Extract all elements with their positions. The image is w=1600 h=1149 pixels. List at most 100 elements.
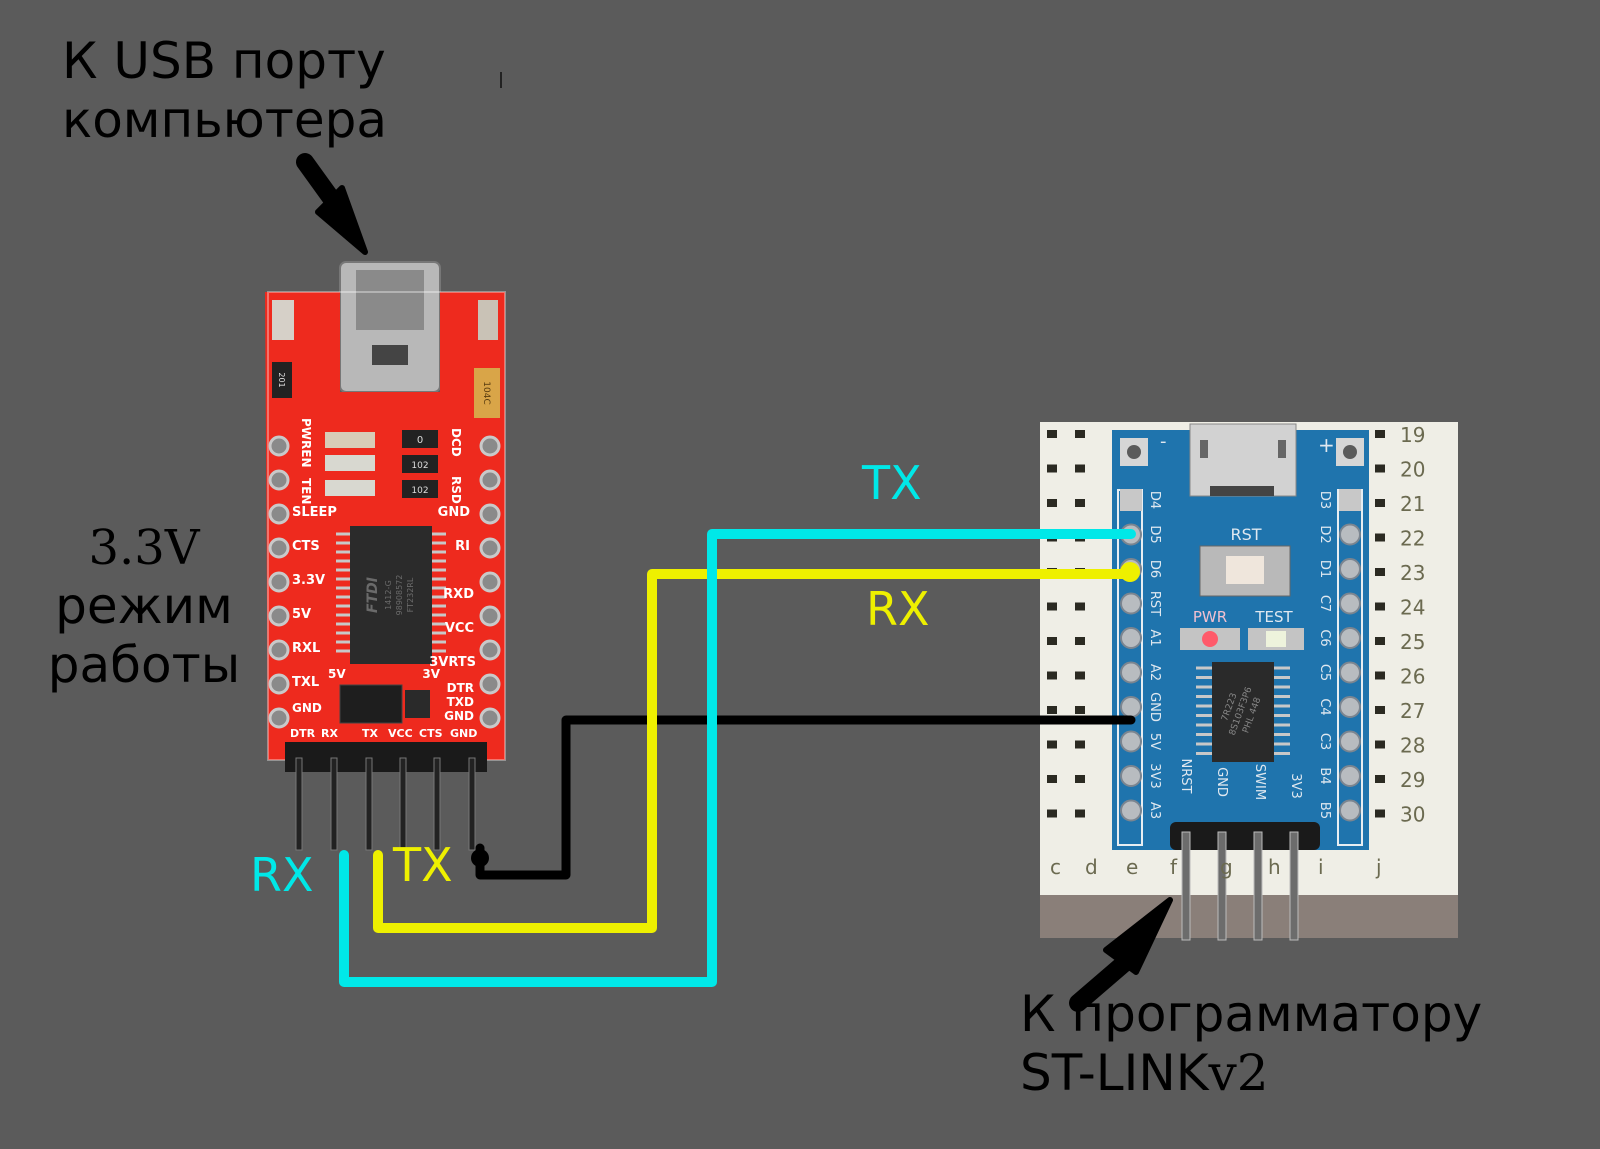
breadboard-hole <box>1047 602 1057 611</box>
stm8-pin <box>1339 627 1361 649</box>
breadboard-hole <box>1375 775 1385 783</box>
gnd-wire-joint <box>471 849 489 867</box>
ftdi-pin-hole <box>268 435 290 457</box>
programmer-arrow-shaft <box>1069 951 1137 1012</box>
led-part <box>272 300 294 340</box>
pin-label-sleep: SLEEP <box>292 505 337 520</box>
pin-label-rxl: RXL <box>292 641 320 656</box>
chip-marking: FT232RL <box>406 577 415 612</box>
pwr-led <box>1202 631 1218 647</box>
pin-label-txd: TXD <box>447 695 474 709</box>
stm8-pin-label: C6 <box>1317 629 1332 646</box>
mount-hole <box>1127 445 1141 459</box>
stm8-pin-label: C3 <box>1317 733 1332 750</box>
swim-header-pin <box>1181 831 1191 941</box>
jumper-pin <box>405 690 430 718</box>
breadboard-hole <box>1075 809 1085 818</box>
usb-pins <box>1210 486 1274 496</box>
pin-label-gnd: GND <box>292 701 322 715</box>
ftdi-text-layer: 104C 0 102 102 201 FTDI 1412-G 98908572 … <box>277 372 491 740</box>
stm8-pin-square <box>1339 489 1361 511</box>
breadboard-column-letter: d <box>1085 855 1098 879</box>
swim-label-swim: SWIM <box>1252 764 1267 800</box>
breadboard-hole <box>1375 602 1385 611</box>
breadboard-hole <box>1375 671 1385 680</box>
breadboard-column-letter: i <box>1318 855 1324 879</box>
breadboard-column-letter: f <box>1170 855 1178 879</box>
ftdi-pin-hole <box>268 469 290 491</box>
header-pin <box>468 757 476 851</box>
stm8-pin-label-group: A1 <box>1147 629 1162 646</box>
mode-annotation: 3.3V режим работы <box>40 520 248 695</box>
breadboard-hole <box>1075 775 1085 783</box>
pin-label-rxd: RXD <box>443 587 474 602</box>
stm8-pin-label-group: D6 <box>1147 560 1162 578</box>
stm8-pin-label-group: GND <box>1147 692 1162 722</box>
smd-led-2 <box>325 480 375 496</box>
usb-slot <box>1200 440 1208 458</box>
breadboard-row-number: 20 <box>1400 458 1425 482</box>
micro-usb-connector <box>1189 423 1297 497</box>
stm8-text-layer: - + RST PWR TEST 7R223 8S103F3P6 PHL 448… <box>1050 423 1425 879</box>
stm8-pin <box>1339 799 1361 822</box>
breadboard-row-number: 22 <box>1400 527 1425 551</box>
gnd-wire <box>475 715 1136 880</box>
ftdi-tx-to-mcu-rx-wire <box>373 569 1135 933</box>
pin-header <box>285 742 487 772</box>
pin-label-ri: RI <box>455 539 470 554</box>
stm8-chip <box>1212 662 1274 762</box>
mode-annotation-line3: работы <box>47 635 241 694</box>
ftdi-pin-hole <box>268 673 290 695</box>
stm8-pin <box>1120 730 1142 753</box>
pin-label-cts: CTS <box>292 539 320 554</box>
chip-marking: 98908572 <box>395 575 404 616</box>
stm8-pin-label: D1 <box>1317 560 1332 578</box>
usb-annotation-line1: К USB порту <box>62 32 386 90</box>
ftdi-pin-hole <box>268 537 290 559</box>
stm8-pcb <box>1112 430 1369 850</box>
programmer-version: v2 <box>1208 1044 1269 1102</box>
breadboard-row-number: 26 <box>1400 665 1425 689</box>
breadboard-hole <box>1375 568 1385 576</box>
swim-label-3v3: 3V3 <box>1288 773 1303 798</box>
stm8-pin-label-group: A2 <box>1147 664 1162 681</box>
stm8-pin-label-group: B4 <box>1317 767 1332 784</box>
stm8s103-board <box>1112 423 1369 941</box>
pin-label-3vrts: 3VRTS <box>429 655 476 670</box>
header-label-tx: TX <box>362 727 379 740</box>
resistor-102a <box>402 455 438 473</box>
mount-hole <box>1343 445 1357 459</box>
chip-body <box>350 526 432 664</box>
mode-annotation-line2: режим <box>55 576 233 635</box>
ftdi-pin-hole <box>479 605 501 627</box>
swim-label-nrst: NRST <box>1178 759 1193 794</box>
jumper-label-3v: 3V <box>422 667 440 681</box>
stm8-pin-label-group: RST <box>1147 591 1162 616</box>
voltage-jumper[interactable] <box>339 684 403 724</box>
resistor-0 <box>402 430 438 448</box>
stm8-pin-square <box>1120 489 1142 511</box>
stm8-pin-label-group: C4 <box>1317 698 1332 715</box>
ftdi-pin-hole <box>268 707 290 729</box>
ftdi-pin-hole <box>268 503 290 525</box>
breadboard-column-letter: g <box>1220 855 1233 879</box>
header-label-gnd: GND <box>450 727 477 740</box>
pin-label-5v: 5V <box>292 607 311 622</box>
stm8-pin <box>1120 627 1142 649</box>
usb-slot <box>1278 440 1286 458</box>
plus-mark: + <box>1318 433 1335 457</box>
stm8-pin-label: A3 <box>1147 802 1162 819</box>
stm8-pin <box>1339 765 1361 787</box>
stm8-pin-label: D2 <box>1317 525 1332 543</box>
mcu-rx-label: RX <box>866 582 930 636</box>
stm8-pin-label: 5V <box>1147 733 1162 750</box>
resistor-code: 0 <box>417 435 423 446</box>
header-pin <box>295 757 303 851</box>
pin-label-pwren: PWREN <box>299 418 313 468</box>
stm8-pin-label-group: D2 <box>1317 525 1332 543</box>
ftdi-pin-hole <box>479 537 501 559</box>
ftdi-tx-label: TX <box>393 838 453 892</box>
resistor-102b <box>402 480 438 498</box>
breadboard-column-letter: e <box>1126 855 1138 879</box>
